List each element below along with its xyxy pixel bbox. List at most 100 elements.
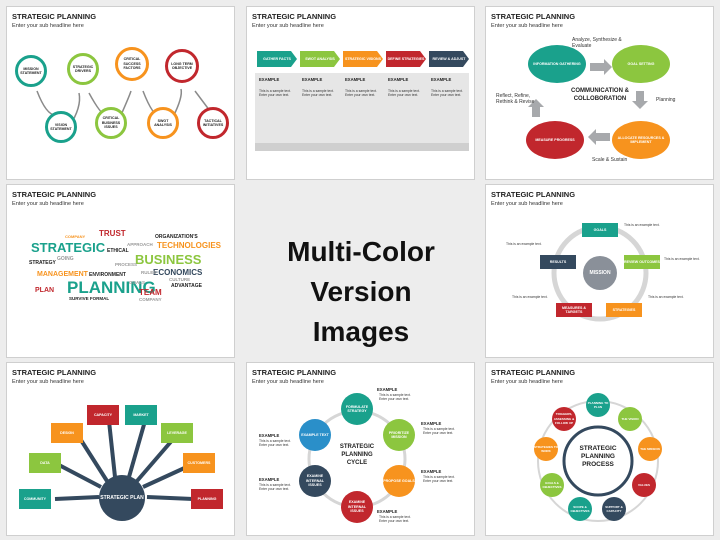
- circle-swot-analysis: SWOT ANALYSIS: [147, 107, 179, 139]
- col-text-1: This is a sample text. Enter your own te…: [259, 89, 291, 97]
- example-1: EXAMPLE: [377, 387, 398, 392]
- example-4: EXAMPLE: [377, 509, 398, 514]
- arrow-review-adjust: REVIEW & ADJUST: [429, 51, 469, 67]
- example-6: EXAMPLE: [259, 433, 280, 438]
- card-subtitle: Enter your sub headline here: [491, 23, 563, 29]
- box-results: RESULTS: [540, 255, 576, 269]
- word-approach: APPROACH: [127, 242, 153, 247]
- example-text-3: This is a sample text. Enter your own te…: [423, 475, 455, 483]
- card-title: STRATEGIC PLANNING: [491, 12, 576, 21]
- box-review-outcomes: REVIEW OUTCOMES: [624, 255, 660, 269]
- node-allocate-resources: ALLOCATE RESOURCES & IMPLEMENT: [612, 121, 670, 159]
- word-trust: TRUST: [99, 229, 126, 238]
- card-title: STRATEGIC PLANNING: [12, 368, 97, 377]
- cycle-arrows: [528, 59, 648, 145]
- arrow-swot-analysis: SWOT ANALYSIS: [300, 51, 340, 67]
- note-1: This is an example text.: [624, 223, 660, 227]
- col-text-5: This is a sample text. Enter your own te…: [431, 89, 463, 97]
- node-strategies-to-work: STRATEGIES TO WORK: [534, 437, 558, 461]
- circle-mission-statement: MISSION STATEMENT: [15, 55, 47, 87]
- slide-thumb-3[interactable]: STRATEGIC PLANNING Enter your sub headli…: [485, 6, 714, 180]
- flow-connectors: [36, 88, 214, 128]
- card-subtitle: Enter your sub headline here: [12, 23, 84, 29]
- box-customers: CUSTOMERS: [183, 453, 215, 473]
- word-survive-formal: SURVIVE FORMAL: [69, 296, 110, 301]
- note-2: This is an example text.: [506, 242, 542, 246]
- node-triggers: TRIGGERS, ASSESSING & FOLLOW UP: [552, 407, 576, 431]
- example-5: EXAMPLE: [259, 477, 280, 482]
- card-subtitle: Enter your sub headline here: [12, 201, 84, 207]
- node-goal-setting: GOAL SETTING: [612, 45, 670, 83]
- circle-tactical-initiatives: TACTICAL INITIATIVES: [197, 107, 229, 139]
- circle-strategic-drivers: STRATEGIC DRIVERS: [67, 53, 99, 85]
- node-information-gathering: INFORMATION GATHERING: [528, 45, 586, 83]
- box-strategies: STRATEGIES: [606, 303, 642, 317]
- box-capacity: CAPACITY: [87, 405, 119, 425]
- arrow-gather-facts: GATHER FACTS: [257, 51, 297, 67]
- box-design: DESIGN: [51, 423, 83, 443]
- word-technologies: TECHNOLOGIES: [157, 241, 222, 250]
- word-goals: GOALS: [129, 280, 146, 285]
- col-text-3: This is a sample text. Enter your own te…: [345, 89, 377, 97]
- label-scale: Scale & Sustain: [592, 157, 628, 163]
- word-strategy: STRATEGY: [29, 260, 56, 266]
- example-text-6: This is a sample text. Enter your own te…: [259, 439, 291, 447]
- slide-thumb-6[interactable]: STRATEGIC PLANNING Enter your sub headli…: [6, 362, 235, 536]
- center-headline: Multi-Color Version Images: [276, 232, 446, 352]
- node-propose-goals: PROPOSE GOALS: [383, 465, 415, 497]
- node-example-text: EXAMPLE TEXT: [299, 419, 331, 451]
- word-company-2: COMPANY: [139, 297, 162, 302]
- cycle-center-label: STRATEGIC PLANNING CYCLE: [339, 444, 375, 466]
- slide-thumb-5[interactable]: STRATEGIC PLANNING Enter your sub headli…: [485, 184, 714, 358]
- col-example-1: EXAMPLE: [259, 77, 280, 82]
- word-business: BUSINESS: [135, 252, 202, 267]
- slide-thumb-4[interactable]: STRATEGIC PLANNING Enter your sub headli…: [6, 184, 235, 358]
- node-planning-to-plan: PLANNING TO PLAN: [586, 393, 610, 417]
- card-title: STRATEGIC PLANNING: [491, 368, 576, 377]
- card-title: STRATEGIC PLANNING: [252, 368, 337, 377]
- label-planning: Planning: [656, 97, 676, 103]
- node-the-vision: THE VISION: [618, 407, 642, 431]
- word-company-1: COMPANY: [65, 234, 86, 239]
- slide-thumb-7[interactable]: STRATEGIC PLANNING Enter your sub headli…: [246, 362, 475, 536]
- card-title: STRATEGIC PLANNING: [252, 12, 337, 21]
- headline-line-1: Multi-Color: [287, 236, 435, 267]
- node-examine-issues-2: EXAMINE INTERNAL ISSUES: [299, 465, 331, 497]
- card-subtitle: Enter your sub headline here: [252, 379, 324, 385]
- card-subtitle: Enter your sub headline here: [252, 23, 324, 29]
- node-formulate-strategy: FORMULATE STRATEGY: [341, 393, 373, 425]
- box-market: MARKET: [125, 405, 157, 425]
- circle-long-term-objective: LONG TERM OBJECTIVE: [165, 49, 199, 83]
- box-community: COMMUNITY: [19, 489, 51, 509]
- node-values: VALUES: [632, 473, 656, 497]
- card-title: STRATEGIC PLANNING: [12, 12, 97, 21]
- slide-thumb-1[interactable]: STRATEGIC PLANNING Enter your sub headli…: [6, 6, 235, 180]
- word-going: GOING: [57, 256, 74, 262]
- example-text-2: This is a sample text. Enter your own te…: [423, 427, 455, 435]
- word-economics: ECONOMICS: [153, 268, 203, 277]
- node-prioritize-mission: PRIORITIZE MISSION: [383, 419, 415, 451]
- slide-thumb-2[interactable]: STRATEGIC PLANNING Enter your sub headli…: [246, 6, 475, 180]
- word-rules: RULES: [141, 270, 157, 275]
- note-3: This is an example text.: [664, 257, 700, 261]
- center-strategic-plan: STRATEGIC PLAN: [99, 475, 145, 521]
- col-example-2: EXAMPLE: [302, 77, 323, 82]
- headline-line-2: Version Images: [310, 276, 412, 347]
- word-strategic: STRATEGIC: [31, 240, 106, 255]
- word-advantage: ADVANTAGE: [171, 283, 202, 289]
- example-2: EXAMPLE: [421, 421, 442, 426]
- node-examine-issues-1: EXAMINE INTERNAL ISSUES: [341, 491, 373, 523]
- word-management: MANAGEMENT: [37, 271, 88, 278]
- arrow-define-strategies: DEFINE STRATEGIES: [386, 51, 426, 67]
- label-reflect: Reflect, Refine, Rethink & Revise: [496, 93, 535, 105]
- node-measure-progress: MEASURE PROGRESS: [526, 121, 584, 159]
- box-leverage: LEVERAGE: [161, 423, 193, 443]
- slide-thumb-8[interactable]: STRATEGIC PLANNING Enter your sub headli…: [485, 362, 714, 536]
- word-plan: PLAN: [35, 287, 55, 294]
- circle-critical-business-issues: CRITICAL BUSINESS ISSUES: [95, 107, 127, 139]
- word-process: PROCESS: [115, 262, 138, 267]
- note-5: This is an example text.: [648, 295, 684, 299]
- center-mission: MISSION: [583, 256, 617, 290]
- arrow-strategic-visions: STRATEGIC VISIONS: [343, 51, 383, 67]
- node-goals-objectives: GOALS & OBJECTIVES: [540, 473, 564, 497]
